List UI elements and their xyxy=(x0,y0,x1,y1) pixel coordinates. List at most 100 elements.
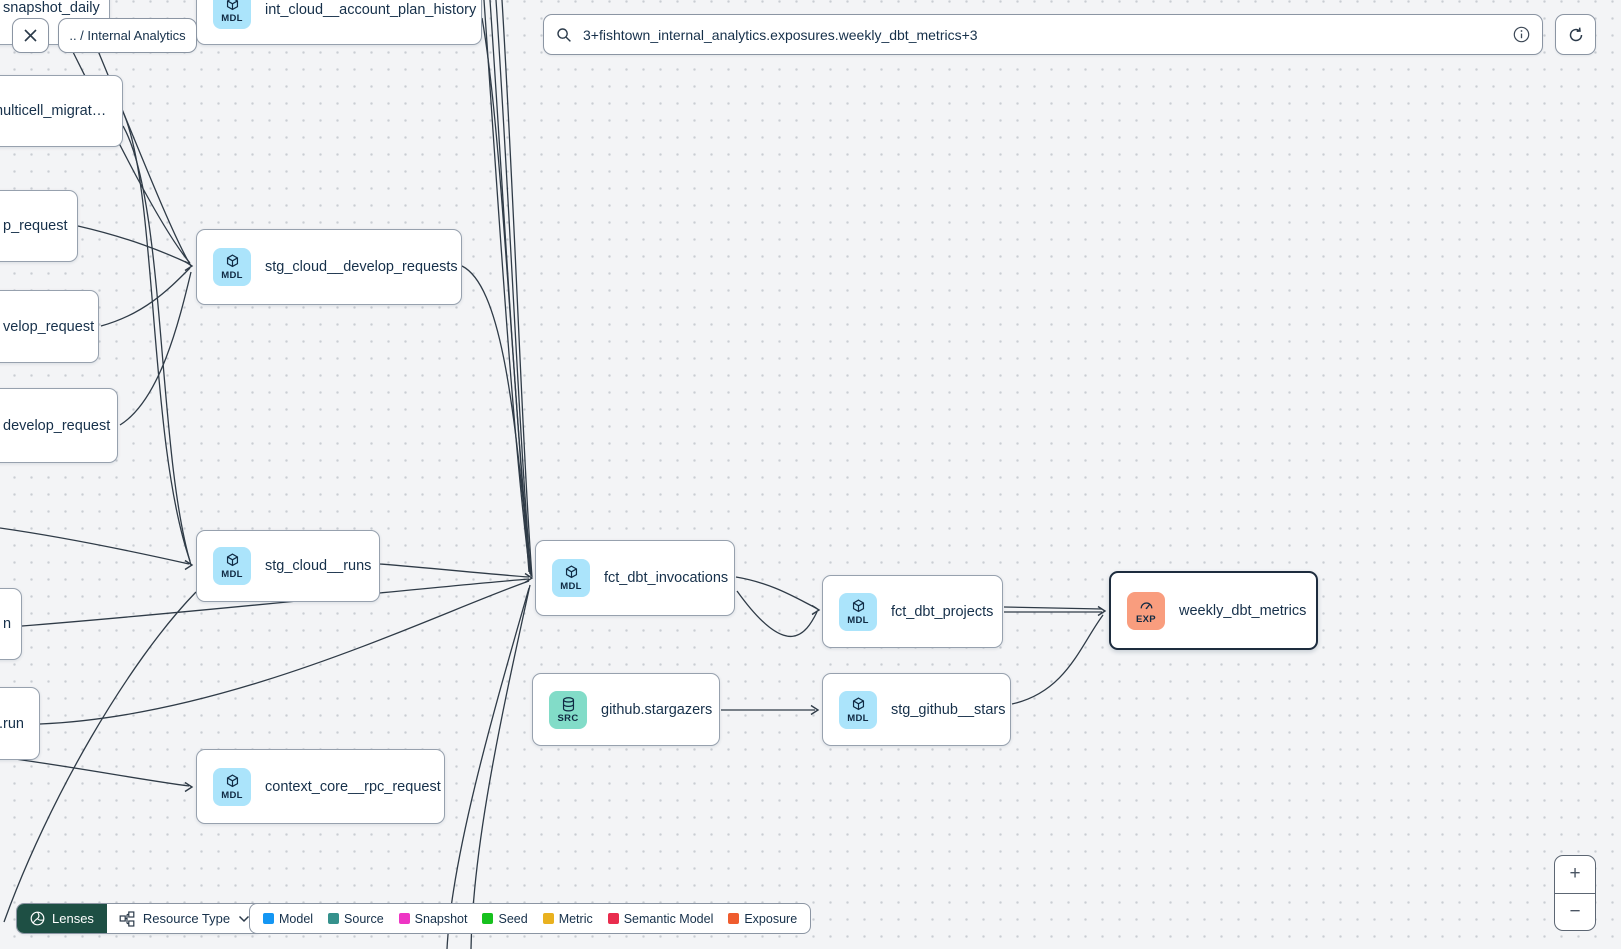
badge-type-label: MDL xyxy=(221,270,243,281)
node-label: n xyxy=(3,616,12,632)
gauge-icon xyxy=(1138,597,1155,614)
zoom-out-button[interactable]: − xyxy=(1569,900,1581,922)
model-badge: MDL xyxy=(213,547,251,585)
edge-fct_dbt_projects-to-weekly_dbt_metrics xyxy=(1003,606,1103,610)
node-label: fct_dbt_projects xyxy=(891,603,994,620)
edge-develop_request-to-stg_cloud__develop_requests xyxy=(119,271,192,426)
node-label: context_core__rpc_request xyxy=(265,778,441,795)
refresh-button[interactable] xyxy=(1555,14,1596,55)
edge-arrowhead xyxy=(811,604,821,616)
edge-offscreen-left-1-to-stg_cloud__runs xyxy=(0,527,190,565)
legend-label: Semantic Model xyxy=(623,911,714,926)
info-circle-icon[interactable] xyxy=(1513,26,1530,43)
graph-node-develop_request[interactable]: MDLdevelop_request xyxy=(0,388,118,463)
legend-label: Source xyxy=(344,911,384,926)
node-label: multicell_migrat… xyxy=(0,103,107,119)
badge-type-label: MDL xyxy=(847,614,869,626)
model-badge: MDL xyxy=(552,559,590,597)
legend-item-semantic-model: Semantic Model xyxy=(607,911,714,926)
edge-offscreen-top-3-to-fct_dbt_invocations xyxy=(495,0,532,577)
legend-swatch xyxy=(398,913,410,924)
breadcrumb[interactable]: .. / Internal Analytics xyxy=(58,18,197,53)
legend-label: Seed xyxy=(498,911,528,926)
edge-multicell_migrat-to-stg_cloud__runs xyxy=(122,111,191,562)
badge-type-label: MDL xyxy=(221,569,243,580)
badge-type-label: MDL xyxy=(221,13,243,24)
badge-type-label: SRC xyxy=(557,712,579,724)
legend-item-model: Model xyxy=(263,912,313,926)
cube-icon xyxy=(224,253,241,270)
legend-label: Model xyxy=(279,911,314,926)
edge-stg_cloud__runs-to-offscreen-bottom-left xyxy=(3,591,197,923)
model-badge: MDL xyxy=(839,690,877,729)
edge-multicell_migrat-to-stg_cloud__runs xyxy=(122,125,192,566)
close-button[interactable] xyxy=(12,18,49,53)
graph-node-velop_request[interactable]: MDLvelop_request xyxy=(0,290,99,363)
legend-item-metric: Metric xyxy=(542,911,593,926)
model-badge: MDL xyxy=(213,248,251,286)
edge-arrowhead xyxy=(184,260,194,272)
edge-offscreen-top-2-to-fct_dbt_invocations xyxy=(489,0,532,576)
graph-node-fct_dbt_projects[interactable]: MDL fct_dbt_projects xyxy=(822,575,1003,648)
graph-node-p_request[interactable]: MDLp_request xyxy=(0,190,78,262)
legend-item-snapshot: Snapshot xyxy=(398,911,468,926)
legend-swatch xyxy=(328,913,340,924)
edge-p_request-to-stg_cloud__develop_requests xyxy=(77,225,191,265)
resource-type-label: Resource Type xyxy=(142,911,231,926)
graph-node-multicell_migrat[interactable]: MDLmulticell_migrat… xyxy=(0,75,123,147)
edge-offscreen-top-1-to-fct_dbt_invocations xyxy=(483,0,531,575)
legend-swatch xyxy=(263,913,274,924)
graph-node-run_node[interactable]: MDL.run xyxy=(0,687,40,760)
resource-type-button[interactable]: Resource Type xyxy=(106,904,263,933)
close-icon xyxy=(24,29,37,42)
edge-arrowhead xyxy=(810,704,820,716)
badge-type-label: MDL xyxy=(560,581,582,592)
graph-node-n_node[interactable]: MDLn xyxy=(0,588,22,660)
badge-type-label: EXP xyxy=(1136,613,1156,625)
badge-type-label: MDL xyxy=(847,712,869,724)
lenses-button[interactable]: Lenses xyxy=(17,904,107,933)
search-input[interactable] xyxy=(581,25,1504,44)
model-badge: MDL xyxy=(213,767,251,806)
legend-label: Snapshot xyxy=(414,911,468,926)
edge-arrowhead xyxy=(524,572,534,584)
node-label: fct_dbt_invocations xyxy=(604,570,729,586)
edge-run_node-to-fct_dbt_invocations xyxy=(39,580,530,725)
edge-velop_request-to-stg_cloud__develop_requests xyxy=(100,267,191,327)
database-icon xyxy=(560,696,577,713)
lenses-toolbar: Lenses Resource Type xyxy=(16,903,264,934)
search-bar[interactable] xyxy=(543,14,1543,55)
legend-swatch xyxy=(607,913,619,924)
graph-node-fct_dbt_invocations[interactable]: MDL fct_dbt_invocations xyxy=(535,540,735,616)
cube-icon xyxy=(850,598,867,615)
zoom-in-button[interactable]: + xyxy=(1555,856,1595,894)
badge-type-label: MDL xyxy=(221,789,243,801)
legend-label: Metric xyxy=(558,911,593,926)
node-label: snapshot_daily xyxy=(3,0,100,16)
edge-offscreen-left-2-to-context_core__rpc_request xyxy=(0,756,190,787)
edge-fct_dbt_invocations-to-fct_dbt_projects xyxy=(735,576,817,609)
refresh-icon xyxy=(1569,27,1582,41)
legend-item-seed: Seed xyxy=(482,911,528,926)
legend-swatch xyxy=(482,913,494,924)
exposure-badge: EXP xyxy=(1127,591,1165,630)
magnifier-icon xyxy=(557,27,571,42)
edge-stg_cloud__develop_requests-to-fct_dbt_invocations xyxy=(461,265,532,575)
edge-offscreen-top-4-to-fct_dbt_invocations xyxy=(501,0,533,578)
sitemap-icon xyxy=(119,910,135,927)
source-badge: SRC xyxy=(549,690,587,729)
edge-arrowhead xyxy=(184,781,194,793)
legend-item-exposure: Exposure xyxy=(728,912,797,926)
edge-fct_dbt_invocations-to-fct_dbt_projects xyxy=(736,590,818,638)
model-badge: MDL xyxy=(839,592,877,631)
graph-node-context_core__rpc_request[interactable]: MDL context_core__rpc_request xyxy=(196,749,445,824)
lens-aperture-icon xyxy=(30,911,45,926)
